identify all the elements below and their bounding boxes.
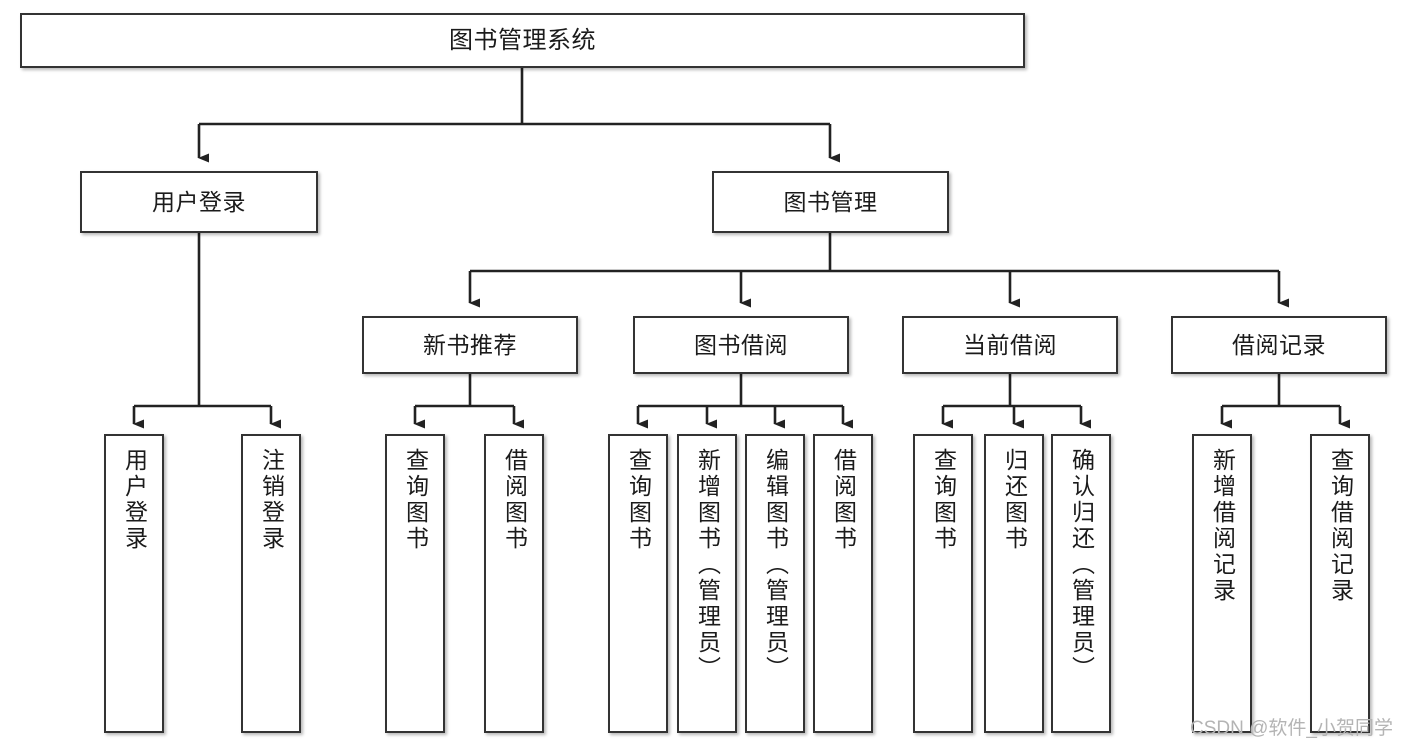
node-new-book-recommend-label: 新书推荐 — [423, 331, 517, 358]
node-book-borrow-label: 图书借阅 — [694, 331, 788, 358]
node-current-borrow[interactable]: 当前借阅 — [902, 316, 1118, 374]
node-user-login[interactable]: 用户登录 — [80, 171, 318, 233]
csdn-watermark: CSDN @软件_小贺同学 — [1190, 718, 1393, 739]
node-borrow-record-label: 借阅记录 — [1232, 331, 1326, 358]
node-leaf-user-login-label: 用户登录 — [121, 448, 148, 552]
node-leaf-add-book-admin-label: 新增图书（管理员） — [694, 448, 721, 682]
node-user-login-label: 用户登录 — [152, 188, 246, 215]
node-leaf-borrow-book[interactable]: 借阅图书 — [813, 434, 873, 733]
node-leaf-query-borrow-record-label: 查询借阅记录 — [1327, 448, 1354, 604]
node-root[interactable]: 图书管理系统 — [20, 13, 1025, 68]
node-leaf-return-book-label: 归还图书 — [1001, 448, 1028, 552]
node-leaf-query-book-rec-label: 查询图书 — [402, 448, 429, 552]
node-leaf-confirm-return-admin-label: 确认归还（管理员） — [1068, 448, 1095, 682]
node-leaf-add-borrow-record-label: 新增借阅记录 — [1209, 448, 1236, 604]
node-leaf-user-login[interactable]: 用户登录 — [104, 434, 164, 733]
node-leaf-user-logout-label: 注销登录 — [258, 448, 285, 552]
node-leaf-query-book-cur-label: 查询图书 — [930, 448, 957, 552]
node-leaf-query-book-borrow[interactable]: 查询图书 — [608, 434, 668, 733]
node-leaf-return-book[interactable]: 归还图书 — [984, 434, 1044, 733]
node-leaf-confirm-return-admin[interactable]: 确认归还（管理员） — [1051, 434, 1111, 733]
node-current-borrow-label: 当前借阅 — [963, 331, 1057, 358]
node-leaf-add-borrow-record[interactable]: 新增借阅记录 — [1192, 434, 1252, 733]
node-leaf-edit-book-admin-label: 编辑图书（管理员） — [762, 448, 789, 682]
node-leaf-add-book-admin[interactable]: 新增图书（管理员） — [677, 434, 737, 733]
node-root-label: 图书管理系统 — [449, 26, 596, 54]
node-leaf-borrow-book-label: 借阅图书 — [830, 448, 857, 552]
node-leaf-query-book-rec[interactable]: 查询图书 — [385, 434, 445, 733]
node-leaf-borrow-book-rec[interactable]: 借阅图书 — [484, 434, 544, 733]
node-borrow-record[interactable]: 借阅记录 — [1171, 316, 1387, 374]
node-leaf-user-logout[interactable]: 注销登录 — [241, 434, 301, 733]
node-book-management-label: 图书管理 — [783, 188, 878, 215]
node-leaf-borrow-book-rec-label: 借阅图书 — [501, 448, 528, 552]
node-book-management[interactable]: 图书管理 — [712, 171, 949, 233]
node-new-book-recommend[interactable]: 新书推荐 — [362, 316, 578, 374]
node-leaf-query-borrow-record[interactable]: 查询借阅记录 — [1310, 434, 1370, 733]
node-leaf-edit-book-admin[interactable]: 编辑图书（管理员） — [745, 434, 805, 733]
node-leaf-query-book-cur[interactable]: 查询图书 — [913, 434, 973, 733]
node-book-borrow[interactable]: 图书借阅 — [633, 316, 849, 374]
node-leaf-query-book-borrow-label: 查询图书 — [625, 448, 652, 552]
